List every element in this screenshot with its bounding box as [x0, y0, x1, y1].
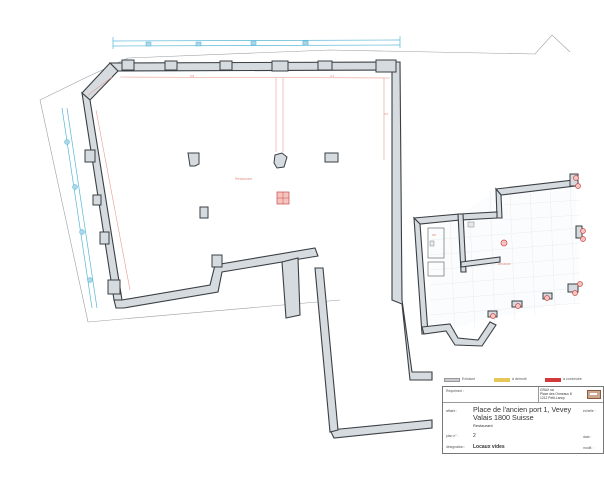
- legend: Existant à démolir à construire: [442, 376, 604, 386]
- designation-value: Locaux vides: [473, 444, 505, 450]
- affaire-section: affaire : Place de l'ancien port 1, Veve…: [443, 403, 603, 455]
- legend-label-existing: Existant: [462, 377, 475, 381]
- plan-number-label: plan n° :: [446, 434, 459, 438]
- main-building-walls: [81, 61, 433, 439]
- requerant-row: Requérant : GRAX sa Place des Ormeaux 8 …: [443, 387, 603, 403]
- legend-label-build: à construire: [563, 377, 582, 381]
- designation-label: désignation :: [446, 445, 466, 449]
- title-block: Requérant : GRAX sa Place des Ormeaux 8 …: [442, 386, 604, 454]
- new-column-to-build: [276, 191, 290, 205]
- affaire-line-3: Restaurant: [473, 423, 493, 428]
- svg-text:4.1: 4.1: [330, 74, 335, 78]
- wall-pilasters: [84, 59, 397, 295]
- legend-swatch-existing: [444, 378, 460, 382]
- blue-dimension-left: [61, 107, 98, 309]
- office-logo: [587, 390, 601, 399]
- legend-swatch-build: [545, 378, 561, 382]
- terrace-label: terrasse: [498, 262, 511, 266]
- legend-swatch-demolish: [494, 378, 510, 382]
- red-markers: [490, 175, 586, 319]
- interior-columns: [187, 152, 339, 219]
- wc-label: wc: [432, 233, 437, 237]
- office-name: GRAX sa: [540, 388, 554, 392]
- echelle-label: échelle :: [583, 409, 596, 413]
- affaire-line-2: Valais 1800 Suisse: [473, 413, 534, 422]
- svg-text:3.6: 3.6: [384, 112, 389, 116]
- requerant-label: Requérant :: [446, 389, 464, 393]
- office-address-2: 1212 Petit-Lancy: [540, 396, 565, 400]
- dimension-lines: 6.8 4.1 3.6 Restaurant: [87, 74, 391, 291]
- terrace-floor-grid: [429, 180, 581, 336]
- svg-text:6.8: 6.8: [190, 74, 195, 78]
- legend-label-demolish: à démolir: [512, 377, 527, 381]
- office-address-1: Place des Ormeaux 8: [540, 392, 572, 396]
- plan-number-value: 2: [473, 433, 476, 439]
- affaire-line-1: Place de l'ancien port 1, Vevey: [473, 405, 572, 414]
- blue-dimension-top: [112, 36, 401, 49]
- affaire-label: affaire :: [446, 409, 458, 413]
- main-room-label: Restaurant: [235, 177, 252, 181]
- date-label: date :: [583, 435, 592, 439]
- modif-label: modif. :: [583, 446, 595, 450]
